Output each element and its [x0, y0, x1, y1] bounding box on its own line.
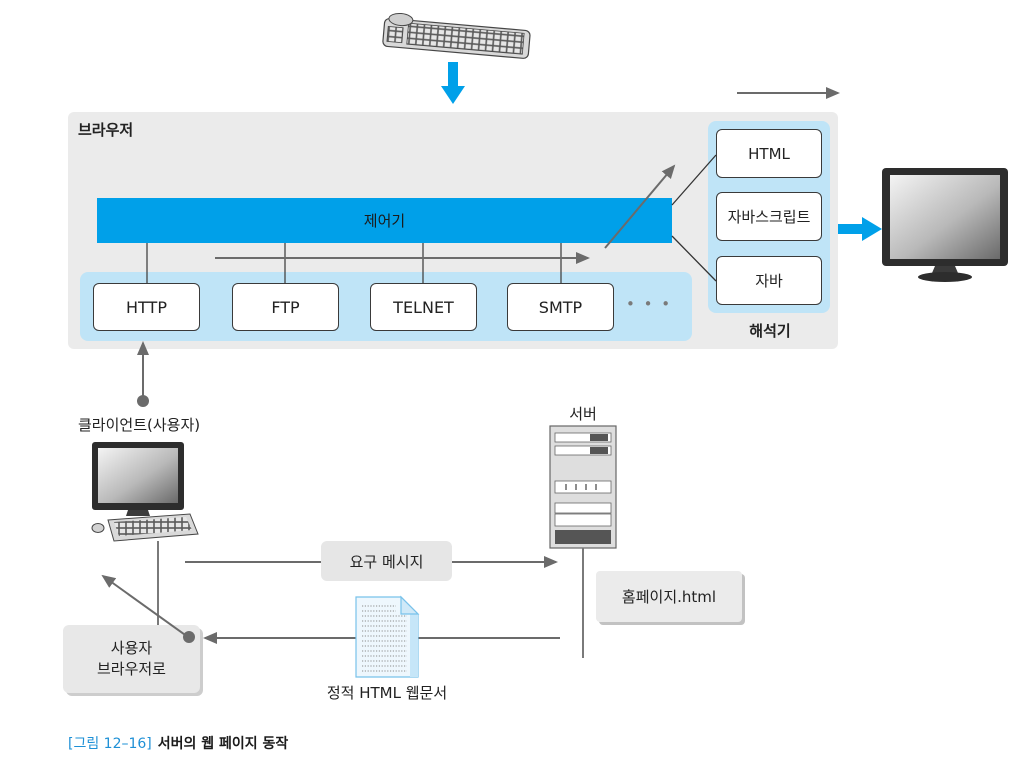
client-connector-dot	[137, 395, 149, 407]
figure-title: 서버의 웹 페이지 동작	[157, 736, 289, 752]
output-arrow	[838, 217, 882, 241]
homepage-file-box: 홈페이지.html	[596, 571, 742, 622]
input-arrow	[441, 62, 465, 104]
controller-label: 제어기	[363, 212, 406, 230]
more-protocols-ellipsis: • • •	[626, 295, 673, 313]
interpreter-title: 해석기	[749, 322, 791, 340]
interpreter-javascript: 자바스크립트	[716, 192, 822, 241]
user-browser-line-1: 사용자	[110, 639, 153, 657]
server-tower-icon	[549, 425, 617, 549]
request-message-label: 요구 메시지	[321, 541, 452, 581]
desktop-computer-icon	[91, 442, 199, 542]
browser-title: 브라우저	[78, 121, 134, 139]
user-browser-line-2: 브라우저로	[96, 660, 166, 678]
document-icon	[355, 595, 420, 678]
user-browser-box: 사용자 브라우저로	[63, 625, 200, 693]
protocol-smtp: SMTP	[507, 283, 614, 331]
static-document-label: 정적 HTML 웹문서	[326, 684, 448, 702]
homepage-file-label: 홈페이지.html	[621, 588, 717, 606]
figure-caption: [그림 12–16] 서버의 웹 페이지 동작	[68, 733, 288, 753]
interpreter-java: 자바	[716, 256, 822, 305]
server-label: 서버	[569, 405, 597, 423]
controller-bar: 제어기	[97, 198, 672, 243]
protocol-http: HTTP	[93, 283, 200, 331]
interpreter-html: HTML	[716, 129, 822, 178]
protocol-ftp: FTP	[232, 283, 339, 331]
monitor-icon	[882, 168, 1008, 282]
protocol-telnet: TELNET	[370, 283, 477, 331]
request-message-text: 요구 메시지	[349, 552, 424, 571]
figure-number: [그림 12–16]	[68, 736, 152, 752]
keyboard-icon	[382, 12, 531, 59]
client-label: 클라이언트(사용자)	[78, 416, 201, 434]
